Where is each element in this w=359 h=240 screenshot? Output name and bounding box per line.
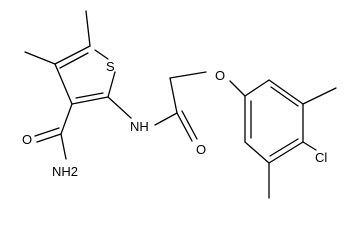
bond-s-c2 xyxy=(107,71,116,98)
bond-ar3-methyl xyxy=(302,87,337,105)
bond-oether-ring xyxy=(229,80,246,97)
bond-ar4-ar5 xyxy=(268,141,304,164)
bond-ar2-ar3 xyxy=(268,79,304,105)
bond-nh-cacyl xyxy=(154,112,178,126)
bond-c3-camide xyxy=(60,103,73,135)
bond-camide-o-double xyxy=(34,127,60,137)
bond-c5-c4-inner xyxy=(59,52,89,69)
bond-ar1-ar2 xyxy=(244,79,270,97)
atom-labels: S O NH2 NH O O Cl xyxy=(22,59,327,179)
bond-c3-c2 xyxy=(71,96,109,105)
bond-camide-o xyxy=(36,133,62,143)
bond-cacyl-o xyxy=(176,112,193,142)
bond-s-c5 xyxy=(94,49,109,60)
bond-ar5-ar6 xyxy=(244,141,270,164)
bond-cacyl-o-double xyxy=(181,110,198,140)
chlorine-label: Cl xyxy=(315,150,327,165)
acetyl-oxygen-label: O xyxy=(196,142,206,157)
bond-ar4-cl xyxy=(302,141,317,151)
ether-oxygen-label: O xyxy=(215,68,225,83)
sulfur-label: S xyxy=(106,59,115,74)
bond-c4-c3 xyxy=(54,63,73,105)
molecule-structure: S O NH2 NH O O Cl xyxy=(22,10,337,199)
bond-c3-c2-inner xyxy=(75,92,104,99)
bond-ar4-ar5-inner xyxy=(269,138,299,157)
bonds xyxy=(24,10,337,199)
molecule-diagram: S O NH2 NH O O Cl xyxy=(22,10,337,199)
bond-ar2-ar3-inner xyxy=(270,86,299,107)
bond-c5-methyl xyxy=(85,10,91,47)
amide-nitrogen-label: NH2 xyxy=(52,164,78,179)
bond-camide-n xyxy=(60,133,67,160)
bond-c2-nh xyxy=(107,96,132,119)
bond-c4-methyl xyxy=(24,51,56,65)
bond-c5-c4 xyxy=(54,45,91,65)
bond-cacyl-ch2 xyxy=(169,77,178,114)
amide-oxygen-label: O xyxy=(22,132,32,147)
nh-linker-label: NH xyxy=(130,119,149,134)
bond-ch2-oether xyxy=(169,71,207,79)
